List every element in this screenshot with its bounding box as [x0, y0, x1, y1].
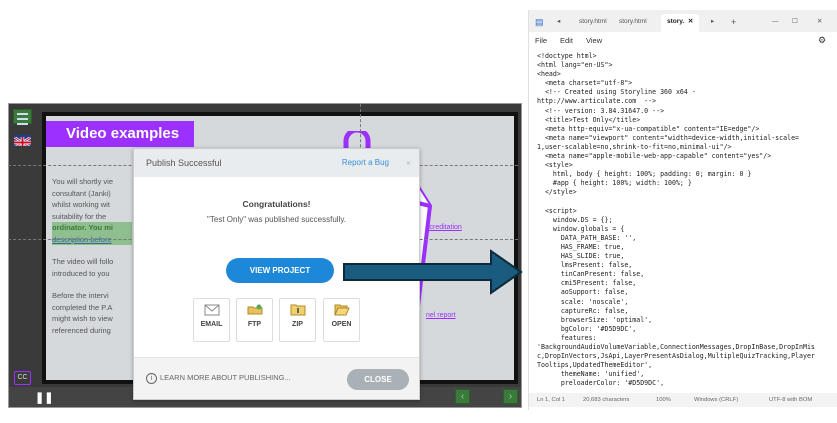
closed-captions-button[interactable]: CC	[14, 371, 31, 385]
panel-report-link[interactable]: nel report	[426, 312, 456, 319]
tab-story-active[interactable]: story. ✕	[661, 14, 700, 32]
dialog-header: Publish Successful Report a Bug ×	[134, 149, 419, 177]
close-tab-icon[interactable]: ✕	[687, 18, 694, 25]
folder-open-icon	[333, 304, 350, 316]
new-tab-icon[interactable]: +	[731, 17, 737, 27]
menu-file[interactable]: File	[535, 36, 548, 45]
code-line: bgColor: '#D5D9DC',	[537, 324, 637, 333]
code-line: 1,user-scalable=no,shrink-to-fit=no,mini…	[537, 142, 732, 151]
dialog-title: Publish Successful	[146, 158, 222, 168]
view-project-button[interactable]: VIEW PROJECT	[226, 258, 334, 283]
ftp-button[interactable]: FTP	[236, 298, 273, 342]
accreditation-link[interactable]: ccreditation	[426, 224, 462, 231]
code-line: Tooltips,UpdatedThemeEditor',	[537, 361, 653, 370]
scroll-tabs-right-icon[interactable]: ▸	[711, 18, 715, 25]
info-icon: i	[146, 373, 157, 384]
code-editor[interactable]: <!doctype html><html lang="en-US"><head>…	[537, 52, 837, 388]
encoding: UTF-8 with BOM	[769, 397, 813, 403]
report-bug-link[interactable]: Report a Bug	[341, 158, 389, 167]
zip-icon	[290, 304, 305, 316]
notepad-window: ▤ ◂ story.html story.html story. ✕ ▸ + —…	[528, 10, 837, 410]
email-icon	[204, 304, 219, 316]
code-line: http://www.articulate.com -->	[537, 97, 657, 106]
minimize-icon[interactable]: —	[772, 18, 779, 25]
code-line: DATA_PATH_BASE: '',	[537, 233, 637, 242]
code-line: preloaderColor: '#D5D9DC',	[537, 379, 665, 388]
publish-message: "Test Only" was published successfully.	[207, 215, 346, 224]
code-line: <head>	[537, 70, 561, 79]
code-line: browserSize: 'optimal',	[537, 315, 653, 324]
code-line: html, body { height: 100%; padding: 0; m…	[537, 170, 752, 179]
scroll-tabs-left-icon[interactable]: ◂	[557, 18, 561, 25]
menu-view[interactable]: View	[586, 36, 603, 45]
zoom-level: 100%	[656, 397, 671, 403]
player-sidebar: CC	[9, 104, 36, 387]
code-line	[537, 198, 837, 207]
code-line: 'BackgroundAudioVolumeVariable,Connectio…	[537, 343, 815, 351]
code-line: <meta http-equiv="x-ua-compatible" conte…	[537, 124, 760, 133]
tab-story-html-1[interactable]: story.html	[579, 18, 607, 25]
code-line: <meta name="apple-mobile-web-app-capable…	[537, 152, 772, 161]
close-window-icon[interactable]: ✕	[817, 18, 823, 25]
code-line: c,DropInVectors,JsApi,LayerPresentAsDial…	[537, 352, 815, 361]
option-label: ZIP	[292, 321, 303, 328]
code-line: <!doctype html>	[537, 52, 597, 60]
code-line: window.DS = {};	[537, 215, 613, 224]
code-line: <meta charset="utf-8">	[537, 79, 633, 88]
tab-bar: ▤ ◂ story.html story.html story. ✕ ▸ + —…	[529, 10, 837, 32]
pause-icon[interactable]: ❚❚	[35, 392, 54, 404]
code-line: captureRc: false,	[537, 306, 629, 315]
code-line: <script>	[537, 206, 577, 215]
menu-bar: File Edit View ⚙	[529, 32, 837, 49]
code-line: </style>	[537, 188, 577, 197]
slide-title: Video examples	[46, 121, 194, 147]
code-line: #app { height: 100%; width: 100%; }	[537, 179, 692, 188]
char-count: 20,683 characters	[583, 397, 630, 403]
line-endings: Windows (CRLF)	[694, 397, 739, 403]
option-label: OPEN	[331, 321, 352, 328]
option-label: FTP	[247, 321, 262, 328]
status-bar: Ln 1, Col 1 20,683 characters 100% Windo…	[529, 393, 837, 407]
menu-icon[interactable]	[13, 109, 32, 125]
settings-gear-icon[interactable]: ⚙	[818, 35, 827, 45]
code-line: scale: 'noscale',	[537, 297, 629, 306]
code-line: <html lang="en-US">	[537, 61, 613, 70]
code-line: HAS_FRAME: true,	[537, 242, 625, 251]
zip-button[interactable]: ZIP	[279, 298, 316, 342]
code-line: <!-- Created using Storyline 360 x64 -	[537, 88, 696, 97]
ftp-icon	[247, 304, 262, 315]
code-line: lmsPresent: false,	[537, 261, 633, 270]
uk-flag-icon[interactable]	[14, 135, 31, 146]
prev-button[interactable]: ‹	[455, 389, 470, 404]
menu-edit[interactable]: Edit	[560, 36, 573, 45]
code-line: aoSupport: false,	[537, 288, 629, 297]
close-button[interactable]: CLOSE	[347, 369, 409, 390]
tab-label: story.	[667, 18, 685, 25]
next-button[interactable]: ›	[503, 389, 518, 404]
learn-more-label: LEARN MORE ABOUT PUBLISHING...	[160, 373, 291, 382]
close-icon[interactable]: ×	[405, 158, 411, 168]
open-button[interactable]: OPEN	[323, 298, 360, 342]
notepad-app-icon: ▤	[535, 17, 544, 27]
congrats-heading: Congratulations!	[242, 199, 311, 209]
option-label: EMAIL	[200, 321, 223, 328]
code-line: tinCanPresent: false,	[537, 270, 645, 279]
code-line: HAS_SLIDE: true,	[537, 252, 625, 261]
code-line: cmi5Present: false,	[537, 279, 637, 288]
code-line: <title>Test Only</title>	[537, 115, 641, 124]
code-line: features:	[537, 333, 597, 342]
maximize-icon[interactable]: ☐	[792, 18, 798, 25]
code-line: themeName: 'unified',	[537, 370, 645, 379]
tab-story-html-2[interactable]: story.html	[619, 18, 647, 25]
arrow-annotation	[343, 249, 523, 295]
code-line: <meta name="viewport" content="width=dev…	[537, 133, 800, 142]
email-button[interactable]: EMAIL	[193, 298, 230, 342]
code-line: <!-- version: 3.84.31647.0 -->	[537, 106, 665, 115]
cursor-position: Ln 1, Col 1	[537, 397, 566, 403]
code-line: <style>	[537, 161, 573, 170]
code-line: window.globals = {	[537, 224, 625, 233]
